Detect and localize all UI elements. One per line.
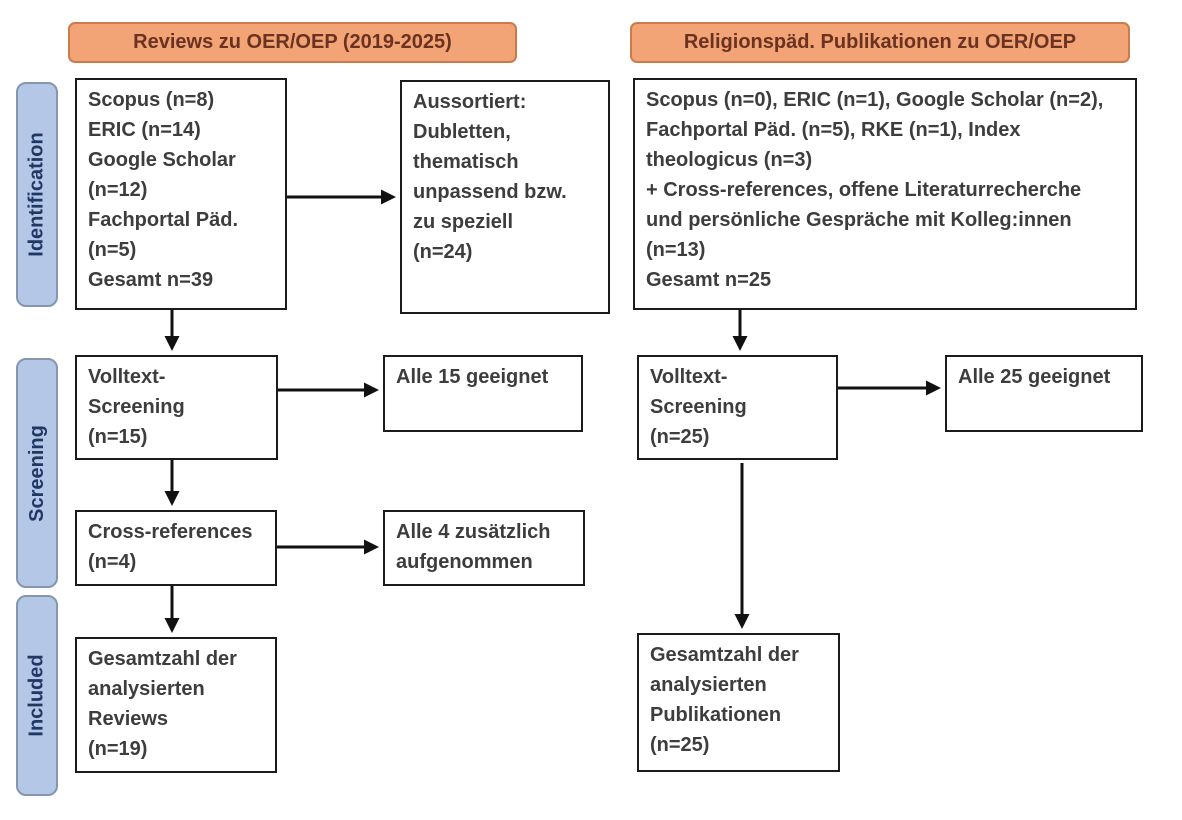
box-right-fulltext-result: Alle 25 geeignet	[945, 355, 1143, 432]
header-religionspaed-column: Religionspäd. Publikationen zu OER/OEP	[630, 22, 1130, 63]
box-left-fulltext-result: Alle 15 geeignet	[383, 355, 583, 432]
box-left-fulltext-screening: Volltext- Screening (n=15)	[75, 355, 278, 460]
box-left-sources: Scopus (n=8) ERIC (n=14) Google Scholar …	[75, 78, 287, 310]
box-left-total: Gesamtzahl der analysierten Reviews (n=1…	[75, 637, 277, 773]
stage-screening: Screening	[16, 358, 58, 588]
box-left-excluded: Aussortiert: Dubletten, thematisch unpas…	[400, 80, 610, 314]
box-left-crossref: Cross-references (n=4)	[75, 510, 277, 586]
box-right-total: Gesamtzahl der analysierten Publikatione…	[637, 633, 840, 772]
header-religionspaed-label: Religionspäd. Publikationen zu OER/OEP	[683, 31, 1077, 53]
stage-included: Included	[16, 595, 58, 796]
box-left-crossref-result: Alle 4 zusätzlich aufgenommen	[383, 510, 585, 586]
stage-identification: Identification	[16, 82, 58, 307]
box-right-fulltext-screening: Volltext- Screening (n=25)	[637, 355, 838, 460]
stage-screening-label: Screening	[25, 424, 48, 522]
box-right-sources: Scopus (n=0), ERIC (n=1), Google Scholar…	[633, 78, 1137, 310]
header-reviews-column: Reviews zu OER/OEP (2019-2025)	[68, 22, 517, 63]
header-reviews-label: Reviews zu OER/OEP (2019-2025)	[133, 31, 452, 53]
stage-identification-label: Identification	[25, 132, 48, 257]
stage-included-label: Included	[25, 654, 48, 737]
